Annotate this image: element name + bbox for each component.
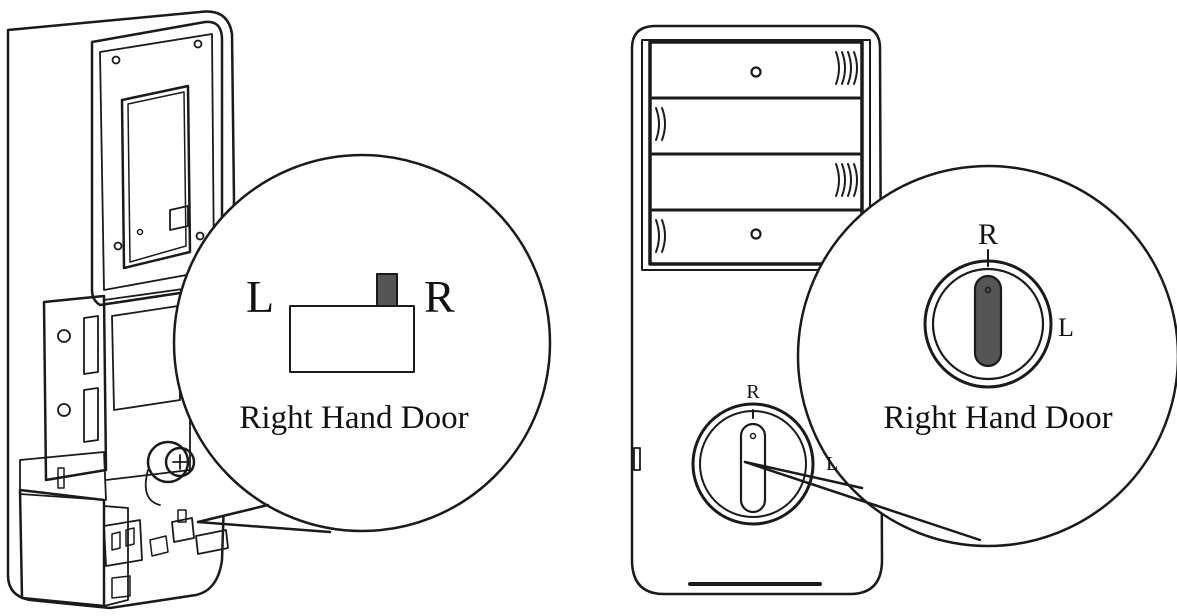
handing-dial <box>691 402 815 526</box>
right-lock-body <box>630 24 884 596</box>
left-label-l: L <box>246 271 274 322</box>
switch-slider-right <box>376 273 398 307</box>
dial-label-r: R <box>746 381 760 403</box>
zoom-label-l: L <box>1058 313 1074 342</box>
zoom-dial-slot <box>973 274 1003 368</box>
left-label-r: R <box>424 271 455 322</box>
left-zoom-switch <box>289 273 415 373</box>
left-lock-body <box>6 10 236 610</box>
zoom-label-r: R <box>978 218 998 251</box>
switch-housing <box>289 305 415 373</box>
right-zoom-callout <box>743 164 1177 548</box>
right-caption: Right Hand Door <box>883 400 1112 436</box>
labels: L R Right Hand Door R L R L Right Hand D… <box>239 218 1112 475</box>
left-caption: Right Hand Door <box>239 400 468 436</box>
dial-label-l: L <box>826 453 838 475</box>
